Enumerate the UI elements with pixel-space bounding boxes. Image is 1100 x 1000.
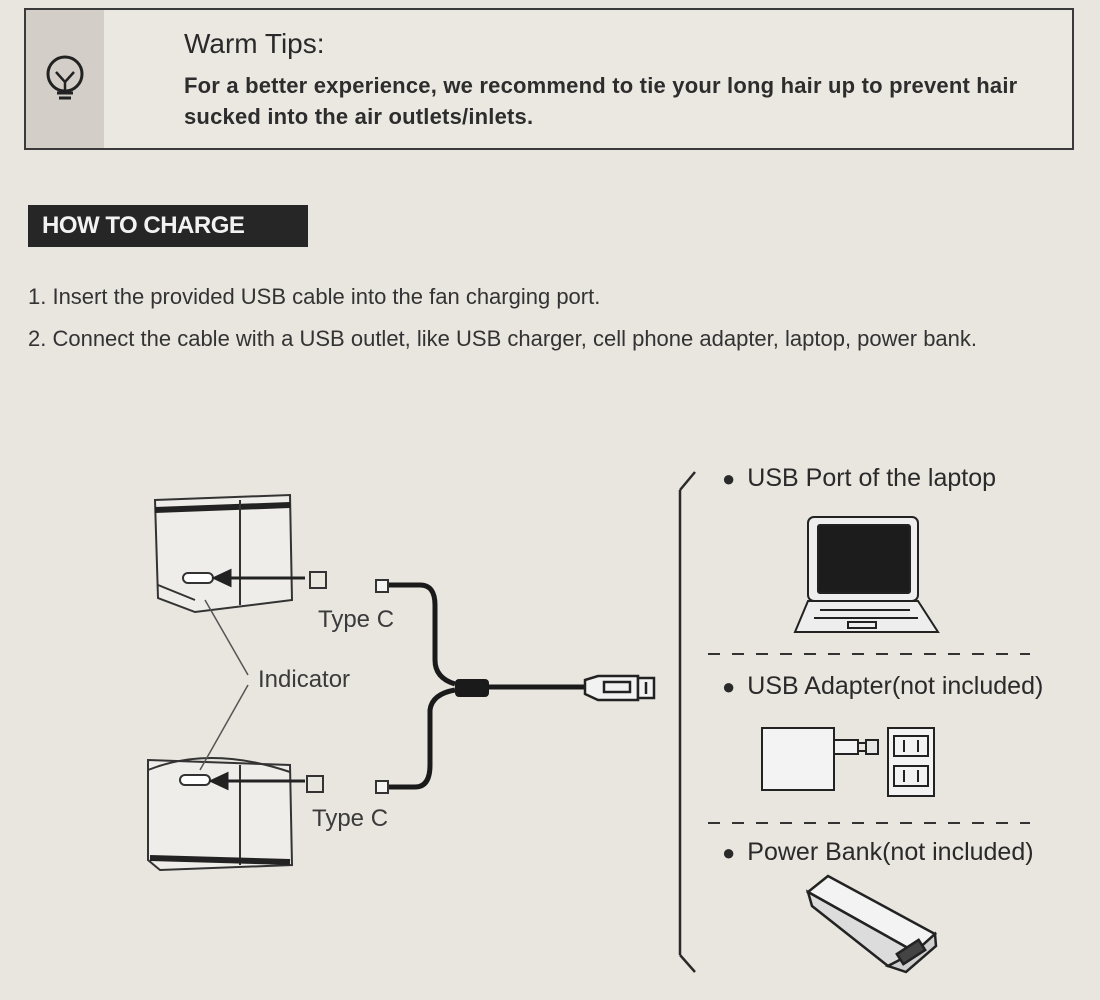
type-c-plug-top [309,571,327,589]
source-usb-adapter-label: USB Adapter(not included) [747,672,1044,700]
bullet-dot-icon: ● [722,840,736,865]
laptop-icon [793,516,940,633]
type-c-label-bottom: Type C [312,805,389,832]
indicator-label: Indicator [258,666,351,693]
source-usb-adapter: ● USB Adapter(not included) [722,672,1043,701]
lightbulb-icon [46,55,84,100]
fan-bottom-illustration [147,757,294,872]
source-bracket [678,471,696,973]
bullet-dot-icon: ● [722,466,736,491]
type-c-label-top: Type C [318,606,395,633]
fan-top-illustration [153,493,294,614]
source-power-bank: ● Power Bank(not included) [722,838,1034,867]
source-laptop-label: USB Port of the laptop [747,464,997,492]
type-c-plug-bottom [306,775,324,793]
usb-adapter-icon [761,727,935,797]
cable-junction [455,679,489,697]
cable-end-top [375,579,389,593]
step-2: 2. Connect the cable with a USB outlet, … [28,326,978,351]
power-bank-icon [805,874,938,974]
cable-end-bottom [375,780,389,794]
tips-title: Warm Tips: [184,28,325,59]
indicator-pointer-lines [199,599,249,771]
tips-body: For a better experience, we recommend to… [184,73,1018,129]
warm-tips-box: Warm Tips: For a better experience, we r… [24,8,1074,150]
step-1: 1. Insert the provided USB cable into th… [28,284,601,309]
how-to-charge-heading: HOW TO CHARGE [28,205,308,247]
tips-icon-panel [26,10,104,148]
source-power-bank-label: Power Bank(not included) [747,838,1034,866]
source-laptop: ● USB Port of the laptop [722,464,996,493]
bottom-port-arrow [208,771,305,791]
bullet-dot-icon: ● [722,674,736,699]
top-port-arrow [211,568,305,588]
usb-a-plug [583,674,656,702]
